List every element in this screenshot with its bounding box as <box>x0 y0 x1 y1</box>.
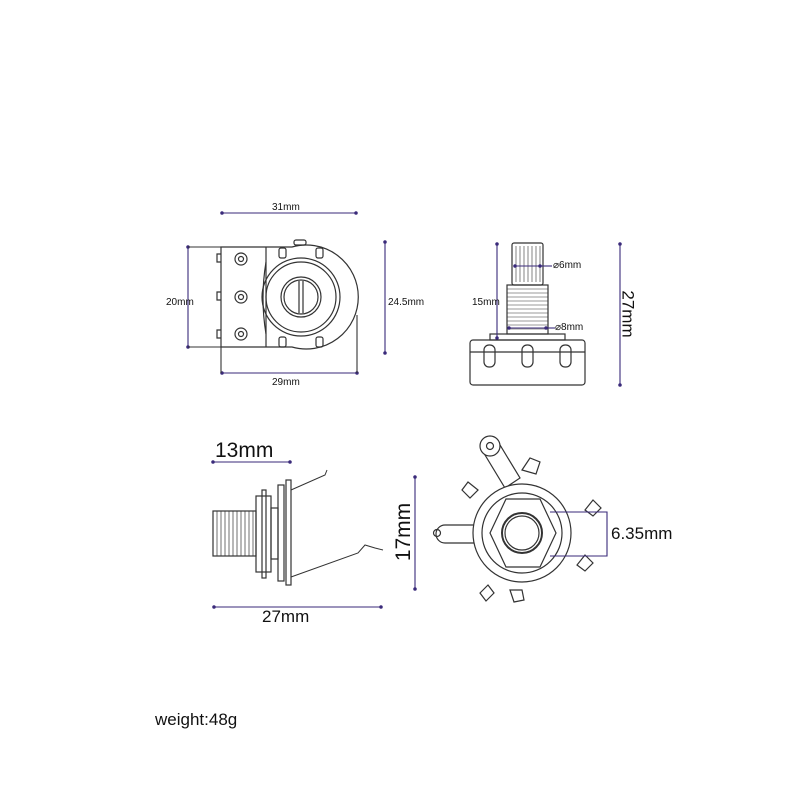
dim-label-27mm-jack: 27mm <box>262 607 310 626</box>
dim-label-6-35mm: 6.35mm <box>611 524 673 543</box>
dim-label-17mm: 17mm <box>392 502 416 562</box>
potentiometer-side-view <box>469 242 586 386</box>
dim-label-6mm: ⌀6mm <box>553 260 582 271</box>
dim-label-15mm: 15mm <box>472 297 500 308</box>
jack-side-view <box>212 469 384 586</box>
dim-label-29mm: 29mm <box>272 377 300 388</box>
dimension-lines-jack-side <box>211 460 417 609</box>
potentiometer-front-view <box>216 239 359 350</box>
weight-label: weight:48g <box>155 710 238 729</box>
dim-label-27mm-pot: 27mm <box>618 290 638 338</box>
dim-label-13mm: 13mm <box>215 439 274 462</box>
dim-label-8mm: ⌀8mm <box>555 322 584 333</box>
dimension-lines-pot-side <box>495 242 622 387</box>
dim-label-31mm: 31mm <box>272 202 300 213</box>
dimension-lines-pot-front <box>186 211 387 375</box>
dim-label-20mm: 20mm <box>166 297 194 308</box>
jack-front-view <box>432 435 602 603</box>
dimension-lines-jack-front <box>550 511 608 557</box>
dim-label-24-5mm: 24.5mm <box>388 297 425 308</box>
